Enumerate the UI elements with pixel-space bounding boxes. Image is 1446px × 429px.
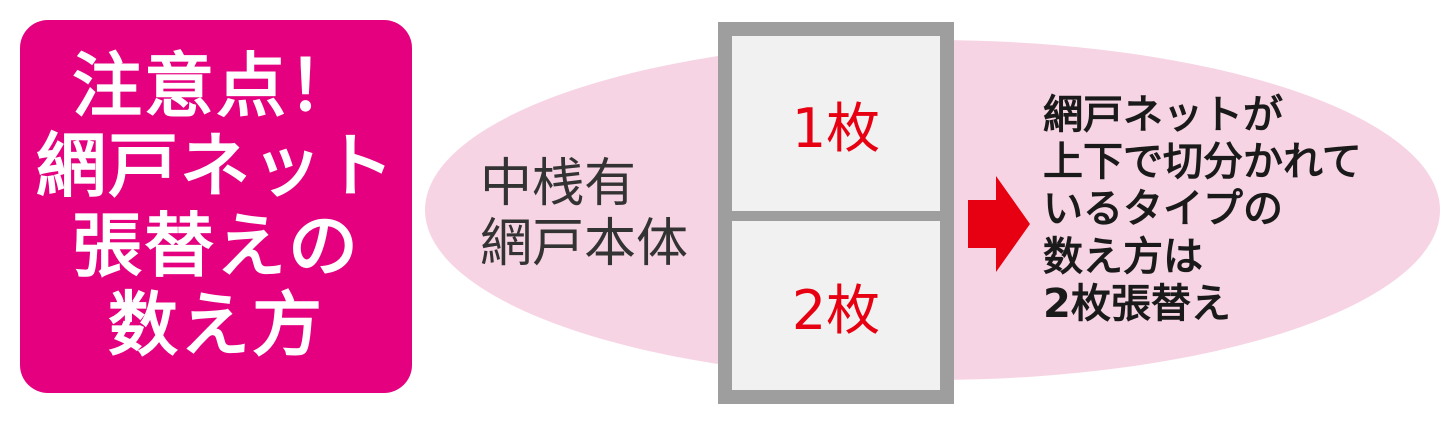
explanation-text: 網戸ネットが 上下で切分かれて いるタイプの 数え方は 2枚張替え [1043,92,1362,328]
explanation-line-4: 数え方は [1043,233,1203,280]
explanation-line-5: 2枚張替え [1043,280,1231,327]
bottom-pane: 2枚 [732,221,940,390]
top-pane: 1枚 [732,36,940,211]
explanation-line-2: 上下で切分かれて [1043,139,1362,186]
frame-type-label: 中桟有 網戸本体 [480,154,700,275]
explanation-line-3: いるタイプの [1043,186,1283,233]
top-pane-label: 1枚 [791,97,881,160]
bottom-pane-label: 2枚 [791,279,881,342]
title-line-3: 張替えの [72,204,360,287]
explanation-line-1: 網戸ネットが [1043,92,1283,138]
frame-type-label-line-2: 網戸本体 [480,213,689,274]
title-box: 注意点！ 網戸ネット 張替えの 数え方 [20,20,412,393]
right-arrow-icon [968,176,1030,272]
frame-type-label-line-1: 中桟有 [480,154,637,214]
screen-frame: 1枚 2枚 [718,22,954,404]
title-line-2: 網戸ネット [36,124,396,207]
title-line-1: 注意点！ [72,45,360,128]
title-line-4: 数え方 [108,284,324,367]
